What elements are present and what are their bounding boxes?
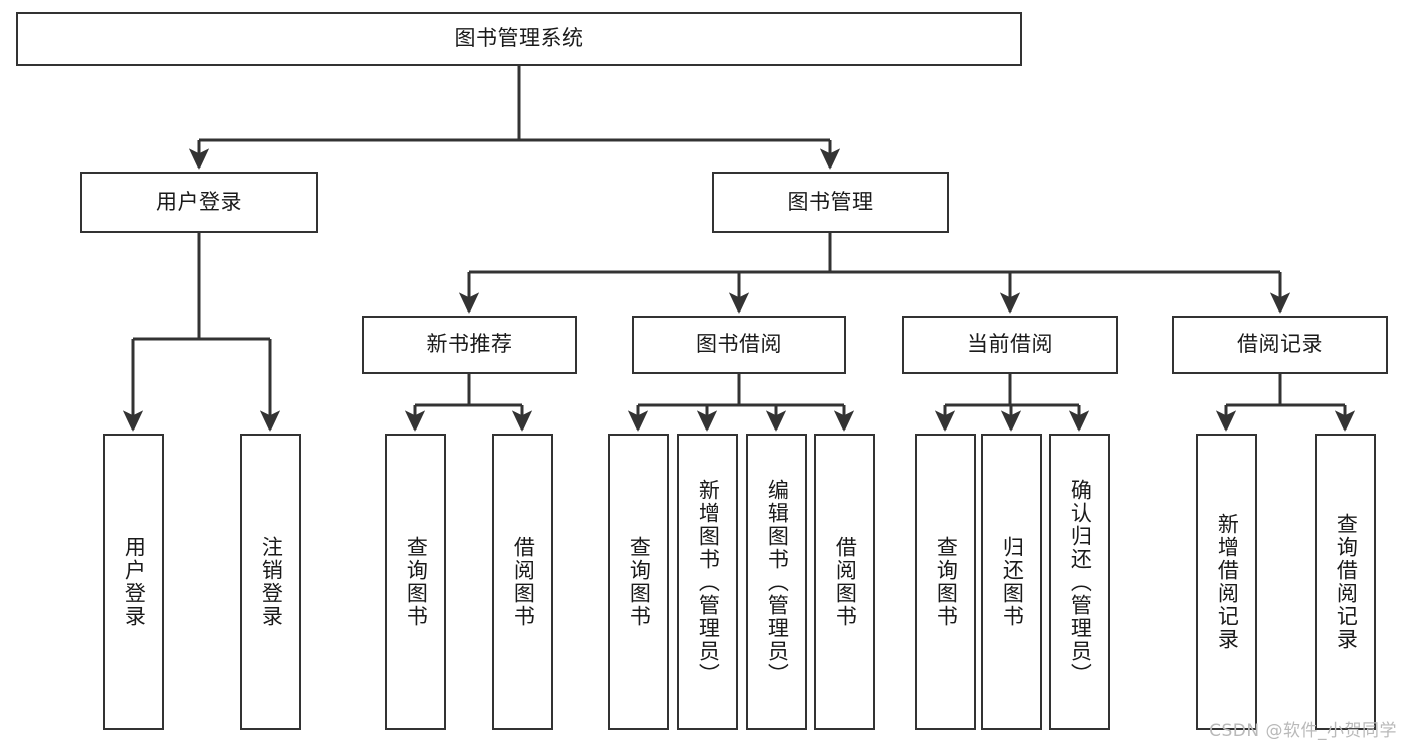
leaf-recommend-query-book[interactable]: 查询图书 — [385, 434, 446, 730]
node-label: 新增图书（管理员） — [696, 478, 721, 686]
node-root-system[interactable]: 图书管理系统 — [16, 12, 1022, 66]
node-label: 查询图书 — [404, 536, 429, 628]
node-label: 图书管理系统 — [454, 26, 584, 51]
node-current-borrow[interactable]: 当前借阅 — [902, 316, 1118, 374]
leaf-borrow-borrow-book[interactable]: 借阅图书 — [814, 434, 875, 730]
leaf-record-add-record[interactable]: 新增借阅记录 — [1196, 434, 1257, 730]
node-label: 查询借阅记录 — [1334, 513, 1359, 651]
node-label: 注销登录 — [259, 536, 284, 628]
leaf-current-query-book[interactable]: 查询图书 — [915, 434, 976, 730]
node-label: 归还图书 — [1000, 536, 1025, 628]
node-label: 用户登录 — [122, 536, 147, 628]
node-label: 借阅图书 — [833, 536, 858, 628]
node-label: 确认归还（管理员） — [1068, 478, 1093, 686]
node-label: 查询图书 — [627, 536, 652, 628]
node-label: 借阅图书 — [511, 536, 536, 628]
node-label: 用户登录 — [156, 189, 242, 214]
node-book-management[interactable]: 图书管理 — [712, 172, 949, 233]
node-label: 新增借阅记录 — [1215, 513, 1240, 651]
node-user-login[interactable]: 用户登录 — [80, 172, 318, 233]
node-book-borrow[interactable]: 图书借阅 — [632, 316, 846, 374]
watermark-text: CSDN @软件_小贺同学 — [1209, 721, 1397, 741]
leaf-record-query-record[interactable]: 查询借阅记录 — [1315, 434, 1376, 730]
leaf-user-login-signout[interactable]: 注销登录 — [240, 434, 301, 730]
leaf-current-return-book[interactable]: 归还图书 — [981, 434, 1042, 730]
node-label: 借阅记录 — [1237, 332, 1323, 357]
leaf-borrow-query-book[interactable]: 查询图书 — [608, 434, 669, 730]
node-label: 新书推荐 — [426, 332, 513, 357]
node-label: 当前借阅 — [967, 332, 1053, 357]
node-new-book-recommend[interactable]: 新书推荐 — [362, 316, 577, 374]
leaf-borrow-add-book-admin[interactable]: 新增图书（管理员） — [677, 434, 738, 730]
leaf-recommend-borrow-book[interactable]: 借阅图书 — [492, 434, 553, 730]
leaf-current-confirm-return-admin[interactable]: 确认归还（管理员） — [1049, 434, 1110, 730]
node-label: 编辑图书（管理员） — [765, 478, 790, 686]
leaf-user-login-signin[interactable]: 用户登录 — [103, 434, 164, 730]
node-label: 查询图书 — [934, 536, 959, 628]
node-borrow-record[interactable]: 借阅记录 — [1172, 316, 1388, 374]
node-label: 图书借阅 — [696, 332, 782, 357]
leaf-borrow-edit-book-admin[interactable]: 编辑图书（管理员） — [746, 434, 807, 730]
node-label: 图书管理 — [787, 189, 874, 214]
